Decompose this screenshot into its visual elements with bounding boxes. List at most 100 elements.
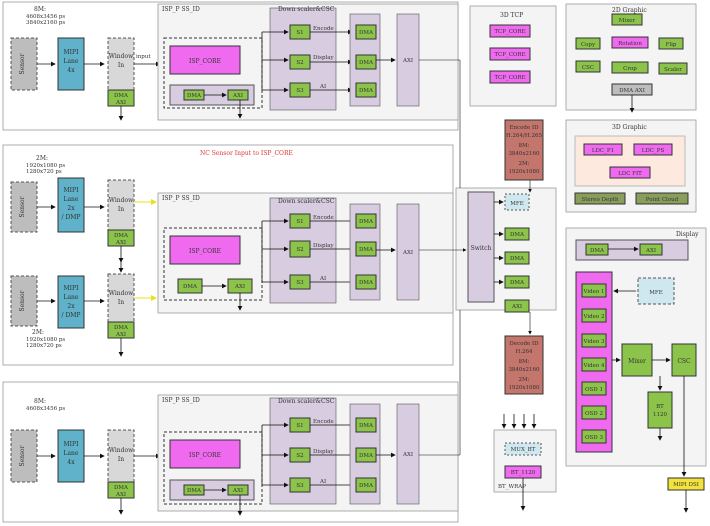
svg-text:DMA: DMA (114, 325, 129, 331)
svg-text:DMA: DMA (187, 488, 202, 494)
svg-text:Encode ID: Encode ID (509, 125, 539, 131)
svg-text:AXI: AXI (232, 93, 243, 99)
svg-text:In: In (118, 206, 124, 213)
svg-text:Crop: Crop (623, 66, 637, 72)
svg-text:DMA: DMA (510, 256, 525, 262)
svg-text:Window: Window (109, 447, 134, 454)
mipi-label-2: Lane (64, 58, 79, 65)
svg-text:Lane: Lane (64, 294, 79, 301)
svg-text:3D TCP: 3D TCP (500, 12, 523, 19)
svg-text:Sensor: Sensor (19, 290, 26, 311)
svg-text:In: In (118, 456, 124, 463)
svg-text:Sensor: Sensor (19, 445, 26, 466)
svg-text:DMA: DMA (359, 60, 374, 66)
svg-text:8M:: 8M: (519, 359, 530, 365)
svg-text:H.264: H.264 (515, 349, 533, 355)
svg-text:MIPI: MIPI (64, 441, 80, 448)
svg-text:ISP_CORE: ISP_CORE (189, 58, 221, 65)
svg-text:Copy: Copy (581, 42, 596, 48)
svg-text:1280x720 ps: 1280x720 ps (26, 169, 62, 175)
svg-text:Down scaler&CSC: Down scaler&CSC (278, 6, 335, 13)
svg-text:input: input (136, 54, 151, 60)
svg-text:AI: AI (319, 479, 326, 485)
svg-text:S3: S3 (296, 483, 304, 489)
svg-text:TCP_CORE: TCP_CORE (494, 29, 525, 35)
svg-text:2M:: 2M: (36, 155, 48, 162)
svg-text:DMA: DMA (183, 284, 198, 290)
svg-text:AXI: AXI (232, 488, 243, 494)
svg-text:Video 3: Video 3 (583, 339, 605, 345)
svg-text:Window: Window (109, 290, 134, 297)
svg-text:Mixer: Mixer (619, 18, 636, 24)
svg-text:LDC FIT: LDC FIT (618, 171, 642, 177)
svg-text:Display: Display (313, 449, 335, 455)
display-panel: Display DMA AXI MFE Video 1 Video 2 Vide… (565, 227, 707, 513)
svg-text:2M:: 2M: (519, 377, 530, 383)
svg-text:1920x1080: 1920x1080 (508, 385, 540, 391)
svg-text:Encode: Encode (313, 215, 334, 221)
window-in-block (107, 37, 135, 91)
svg-text:Encode: Encode (313, 26, 334, 32)
svg-text:ISP_P SS_ID: ISP_P SS_ID (162, 397, 200, 404)
svg-text:DMA: DMA (359, 483, 374, 489)
svg-text:1920x1080: 1920x1080 (508, 169, 540, 175)
svg-text:MIPI: MIPI (64, 187, 80, 194)
svg-text:BT_WRAP: BT_WRAP (498, 484, 526, 490)
svg-text:CSC: CSC (582, 65, 594, 71)
pipeline-2: NC Sensor Input to ISP_CORE 2M: 1920x108… (2, 144, 454, 366)
bt-wrap-panel: MUX_BT BT_1120 BT_WRAP (493, 414, 557, 511)
svg-text:S2: S2 (296, 60, 303, 66)
svg-text:1280x720 ps: 1280x720 ps (26, 343, 62, 349)
svg-text:2M:: 2M: (32, 329, 44, 336)
svg-text:/ DMP: / DMP (62, 312, 81, 319)
svg-text:Lane: Lane (64, 196, 79, 203)
svg-text:CSC: CSC (677, 358, 691, 365)
svg-text:Lane: Lane (64, 450, 79, 457)
svg-text:AXI: AXI (511, 304, 522, 310)
svg-text:Flip: Flip (666, 42, 677, 48)
svg-text:Display: Display (676, 231, 699, 238)
svg-text:2D Graphic: 2D Graphic (612, 7, 647, 14)
svg-text:S3: S3 (296, 88, 304, 94)
mipi-label-1: MIPI (64, 49, 80, 56)
svg-text:AI: AI (319, 84, 326, 90)
svg-text:In: In (118, 62, 124, 69)
svg-text:Stereo Depth: Stereo Depth (581, 197, 619, 203)
svg-text:1920x1080 ps: 1920x1080 ps (26, 163, 65, 169)
svg-text:DMA: DMA (114, 233, 129, 239)
svg-text:3840x2160: 3840x2160 (508, 151, 540, 157)
svg-text:OSD 1: OSD 1 (585, 387, 603, 393)
svg-text:Sensor: Sensor (19, 196, 26, 217)
svg-text:DMA: DMA (359, 219, 374, 225)
svg-text:In: In (118, 299, 124, 306)
svg-text:ISP_CORE: ISP_CORE (189, 248, 221, 255)
svg-text:1120: 1120 (653, 412, 667, 418)
svg-text:MIPI DSI: MIPI DSI (673, 482, 699, 488)
encode-block-top: Encode ID H.264/H.265 8M: 3840x2160 2M: … (504, 119, 544, 181)
svg-text:BT_1120: BT_1120 (511, 470, 536, 476)
bus-lines (419, 59, 532, 456)
svg-text:MUX_BT: MUX_BT (511, 447, 536, 453)
svg-text:Video 1: Video 1 (583, 289, 605, 295)
svg-text:DMA: DMA (359, 423, 374, 429)
svg-text:MFE: MFE (649, 290, 662, 296)
svg-text:4608x3456 ps: 4608x3456 ps (26, 406, 65, 412)
svg-text:AXI: AXI (645, 248, 656, 254)
pipeline-1: 8M: 4608x3456 ps 3840x2160 ps Sensor MIP… (2, 1, 459, 131)
sensor-block (10, 37, 38, 91)
sensor-label: Sensor (19, 53, 26, 74)
svg-text:Down scaler&CSC: Down scaler&CSC (278, 398, 335, 405)
svg-text:3840x2160: 3840x2160 (508, 367, 540, 373)
svg-text:ISP_P SS_ID: ISP_P SS_ID (162, 6, 200, 13)
svg-text:DMA: DMA (510, 232, 525, 238)
svg-text:AXI: AXI (234, 284, 245, 290)
svg-text:AXI: AXI (402, 58, 413, 64)
isp-axi (227, 89, 249, 101)
svg-text:DMA: DMA (510, 280, 525, 286)
svg-text:S1: S1 (296, 423, 303, 429)
svg-text:8M:: 8M: (34, 398, 46, 405)
svg-text:Decode ID: Decode ID (509, 341, 539, 347)
svg-text:OSD 2: OSD 2 (585, 411, 603, 417)
svg-text:/ DMP: / DMP (62, 214, 81, 221)
